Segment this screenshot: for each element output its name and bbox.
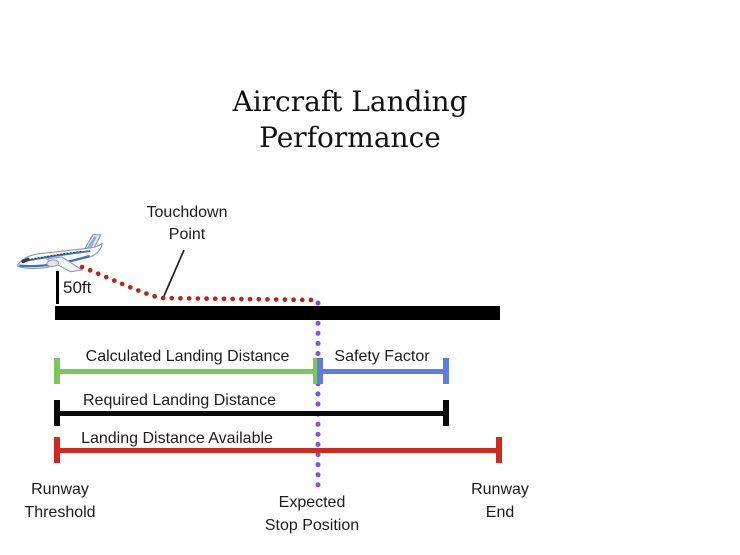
calculated-distance-left-cap [54, 358, 60, 384]
altitude-label: 50ft [63, 278, 92, 297]
runway-bar [55, 306, 500, 320]
runway-end-line-2: End [485, 504, 515, 521]
safety-factor-left-cap [317, 358, 323, 384]
title-line-2: Performance [259, 121, 441, 154]
touchdown-pointer-line [163, 249, 185, 297]
safety-factor-line [318, 369, 446, 374]
required-distance-right-cap [443, 400, 449, 426]
expected-stop-line-1: Expected [278, 494, 346, 511]
runway-threshold-line-1: Runway [31, 481, 89, 498]
touchdown-label-line-1: Touchdown [146, 204, 228, 221]
available-distance-right-cap [496, 437, 502, 463]
runway-threshold-line-2: Threshold [24, 504, 96, 521]
runway-threshold-label: Runway Threshold [10, 478, 110, 524]
page-title: Aircraft Landing Performance [150, 84, 550, 156]
expected-stop-label: Expected Stop Position [242, 491, 382, 537]
descent-path-dotted-line [79, 264, 318, 303]
runway-end-label: Runway End [450, 478, 550, 524]
required-distance-line [57, 411, 446, 416]
altitude-marker-line [56, 271, 59, 304]
safety-factor-right-cap [443, 358, 449, 384]
calculated-distance-right-cap [313, 358, 319, 384]
available-distance-left-cap [54, 437, 60, 463]
airplane-icon [16, 233, 103, 273]
touchdown-label: Touchdown Point [127, 202, 247, 246]
available-distance-line [57, 448, 499, 453]
safety-factor-label: Safety Factor [334, 348, 430, 365]
runway-end-line-1: Runway [471, 481, 529, 498]
touchdown-label-line-2: Point [168, 226, 206, 243]
expected-stop-line-2: Stop Position [264, 517, 360, 534]
available-distance-label: Landing Distance Available [81, 430, 273, 447]
calculated-distance-line [57, 369, 318, 374]
required-distance-left-cap [54, 400, 60, 426]
title-line-1: Aircraft Landing [232, 85, 468, 118]
required-distance-label: Required Landing Distance [82, 392, 276, 409]
calculated-distance-label: Calculated Landing Distance [85, 348, 290, 365]
